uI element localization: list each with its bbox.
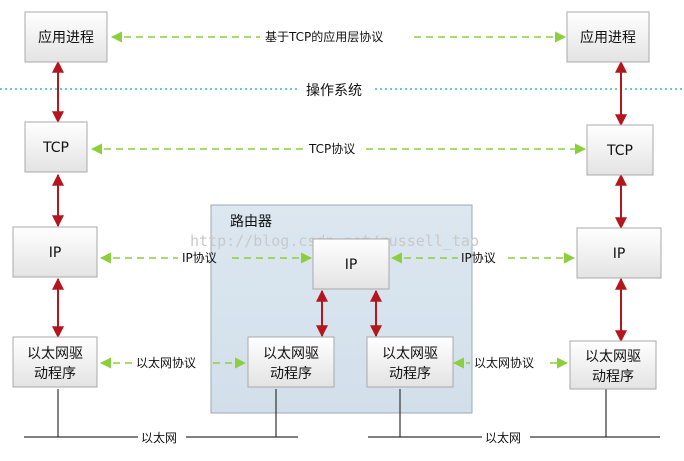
os-label: 操作系统 xyxy=(306,83,362,99)
right-tcp-box: TCP xyxy=(586,124,654,176)
right-app-process-box: 应用进程 xyxy=(566,11,650,63)
protocol-ip-label-left: IP协议 xyxy=(182,250,217,265)
svg-text:应用进程: 应用进程 xyxy=(38,29,94,46)
svg-text:动程序: 动程序 xyxy=(592,369,634,385)
ethernet-label-left: 以太网 xyxy=(141,430,177,445)
ethernet-label-right: 以太网 xyxy=(485,430,521,445)
protocol-tcp-label: TCP协议 xyxy=(308,141,355,156)
svg-text:动程序: 动程序 xyxy=(34,366,76,382)
protocol-eth-label-left: 以太网协议 xyxy=(136,355,196,370)
protocol-eth-label-right: 以太网协议 xyxy=(474,355,534,370)
svg-text:IP: IP xyxy=(49,245,62,261)
svg-text:以太网驱: 以太网驱 xyxy=(263,346,319,362)
protocol-ip-arrow-left: IP协议 xyxy=(99,250,313,265)
router-label: 路由器 xyxy=(230,214,272,230)
left-ethernet-driver-box: 以太网驱 动程序 xyxy=(12,336,98,388)
svg-text:应用进程: 应用进程 xyxy=(580,29,636,46)
protocol-ip-arrow-right: IP协议 xyxy=(390,250,576,265)
svg-text:以太网驱: 以太网驱 xyxy=(27,346,83,362)
right-ip-box: IP xyxy=(576,227,662,279)
svg-text:以太网驱: 以太网驱 xyxy=(382,346,438,362)
svg-text:动程序: 动程序 xyxy=(389,366,431,382)
protocol-app-arrow: 基于TCP的应用层协议 xyxy=(110,29,567,44)
svg-text:IP: IP xyxy=(345,257,358,273)
svg-text:以太网驱: 以太网驱 xyxy=(585,349,641,365)
left-tcp-box: TCP xyxy=(24,121,88,173)
protocol-tcp-arrow: TCP协议 xyxy=(90,141,587,156)
left-ip-box: IP xyxy=(12,226,98,278)
right-ethernet-driver-box: 以太网驱 动程序 xyxy=(569,340,657,390)
svg-text:动程序: 动程序 xyxy=(270,366,312,382)
svg-text:TCP: TCP xyxy=(42,140,69,156)
protocol-ip-label-right: IP协议 xyxy=(461,250,496,265)
left-app-process-box: 应用进程 xyxy=(24,11,108,63)
router-ethernet-driver-box-right: 以太网驱 动程序 xyxy=(366,336,454,388)
protocol-eth-arrow-right: 以太网协议 xyxy=(452,355,569,370)
svg-text:IP: IP xyxy=(613,246,626,262)
protocol-eth-arrow-left: 以太网协议 xyxy=(99,355,247,370)
router-ip-box: IP xyxy=(312,238,390,290)
svg-text:TCP: TCP xyxy=(606,143,633,159)
router-ethernet-driver-box-left: 以太网驱 动程序 xyxy=(247,336,335,388)
protocol-app-label: 基于TCP的应用层协议 xyxy=(265,29,383,44)
